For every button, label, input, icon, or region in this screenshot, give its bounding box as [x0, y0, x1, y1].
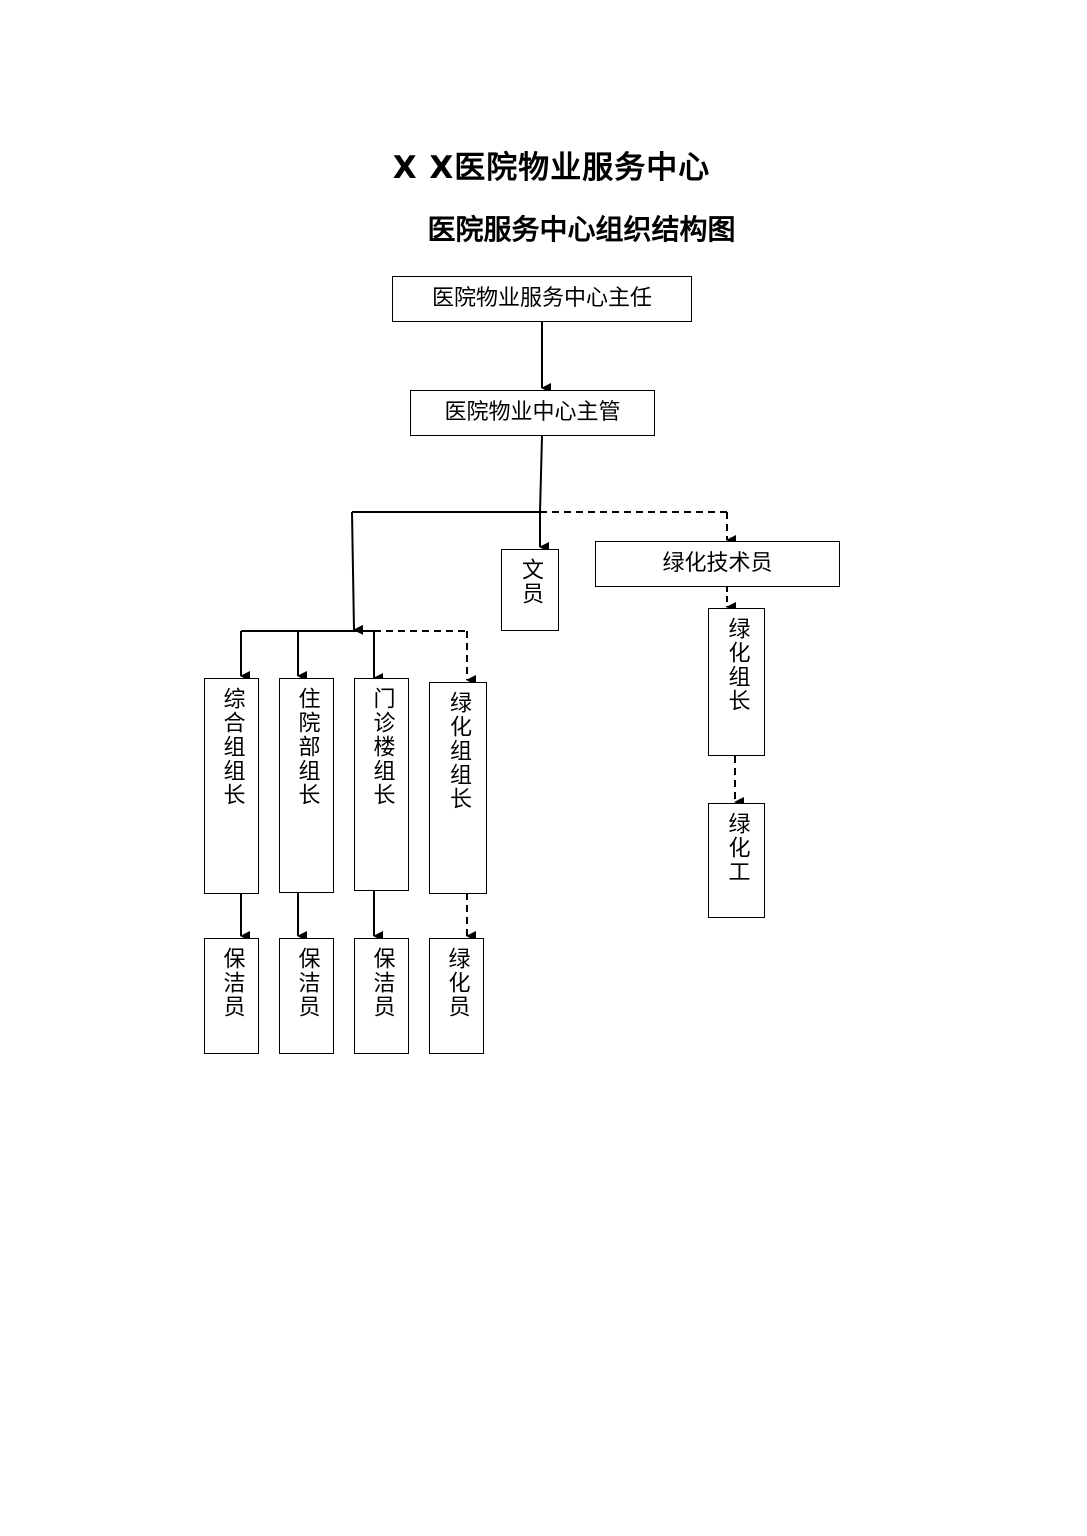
node-greening-leader-left: 绿化组组长 [429, 682, 487, 894]
node-cleaner-3: 保洁员 [354, 938, 409, 1054]
edge-supervisor-trunk [539, 435, 543, 513]
node-greening-leader-right-label: 绿化组长 [724, 617, 750, 713]
node-director-label: 医院物业服务中心主任 [431, 286, 652, 311]
node-greening-tech: 绿化技术员 [595, 541, 840, 587]
node-cleaner-2: 保洁员 [279, 938, 334, 1054]
node-greening-leader-left-label: 绿化组组长 [446, 691, 471, 811]
node-cleaner-1: 保洁员 [204, 938, 259, 1054]
node-director: 医院物业服务中心主任 [392, 276, 692, 322]
edge-left-down [351, 511, 364, 635]
chart-subtitle: 医院服务中心组织结构图 [427, 213, 736, 246]
node-inpatient-leader: 住院部组长 [279, 678, 334, 893]
node-supervisor-label: 医院物业中心主管 [444, 400, 621, 425]
node-supervisor: 医院物业中心主管 [410, 390, 655, 436]
node-greening-staff: 绿化员 [429, 938, 484, 1054]
node-cleaner-2-label: 保洁员 [294, 947, 320, 1019]
page-title: X X医院物业服务中心 [392, 150, 711, 186]
node-general-leader-label: 综合组组长 [219, 687, 245, 807]
node-greening-worker: 绿化工 [708, 803, 765, 918]
node-greening-tech-label: 绿化技术员 [662, 551, 773, 576]
node-greening-worker-label: 绿化工 [724, 812, 750, 884]
node-cleaner-3-label: 保洁员 [369, 947, 395, 1019]
node-clerk: 文员 [501, 549, 559, 631]
node-clerk-label: 文员 [518, 558, 543, 606]
node-inpatient-leader-label: 住院部组长 [294, 687, 320, 807]
node-outpatient-leader: 门诊楼组长 [354, 678, 409, 891]
node-general-leader: 综合组组长 [204, 678, 259, 894]
node-greening-leader-right: 绿化组长 [708, 608, 765, 756]
node-cleaner-1-label: 保洁员 [219, 947, 245, 1019]
node-outpatient-leader-label: 门诊楼组长 [369, 687, 395, 807]
node-greening-staff-label: 绿化员 [444, 947, 470, 1019]
